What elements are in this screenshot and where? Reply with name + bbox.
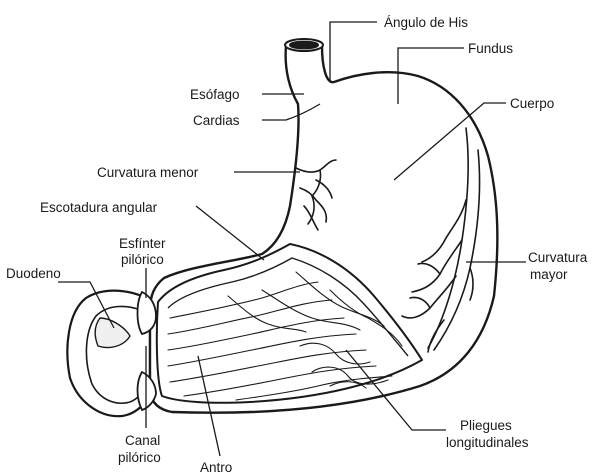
label-escotadura-angular: Escotadura angular xyxy=(40,200,158,215)
label-fundus: Fundus xyxy=(468,41,513,56)
label-esofago: Esófago xyxy=(190,87,240,102)
label-canal-1: Canal xyxy=(125,433,160,448)
label-pliegues-2: longitudinales xyxy=(446,435,529,450)
label-curvatura-mayor-1: Curvatura xyxy=(528,250,588,265)
esophagus-opening xyxy=(285,39,323,51)
label-antro: Antro xyxy=(200,460,232,474)
label-cuerpo: Cuerpo xyxy=(510,96,554,111)
label-canal-2: pilórico xyxy=(118,450,161,465)
label-duodeno: Duodeno xyxy=(6,266,61,281)
label-cardias: Cardias xyxy=(193,113,240,128)
label-esfinter-2: pilórico xyxy=(121,252,164,267)
label-esfinter-1: Esfínter xyxy=(119,236,166,251)
label-pliegues-1: Pliegues xyxy=(460,418,512,433)
label-curvatura-mayor-2: mayor xyxy=(530,267,568,282)
leader-angulo-his xyxy=(330,22,377,80)
label-curvatura-menor: Curvatura menor xyxy=(97,165,199,180)
leader-escotadura xyxy=(196,206,264,260)
label-angulo-his: Ángulo de His xyxy=(384,15,468,30)
